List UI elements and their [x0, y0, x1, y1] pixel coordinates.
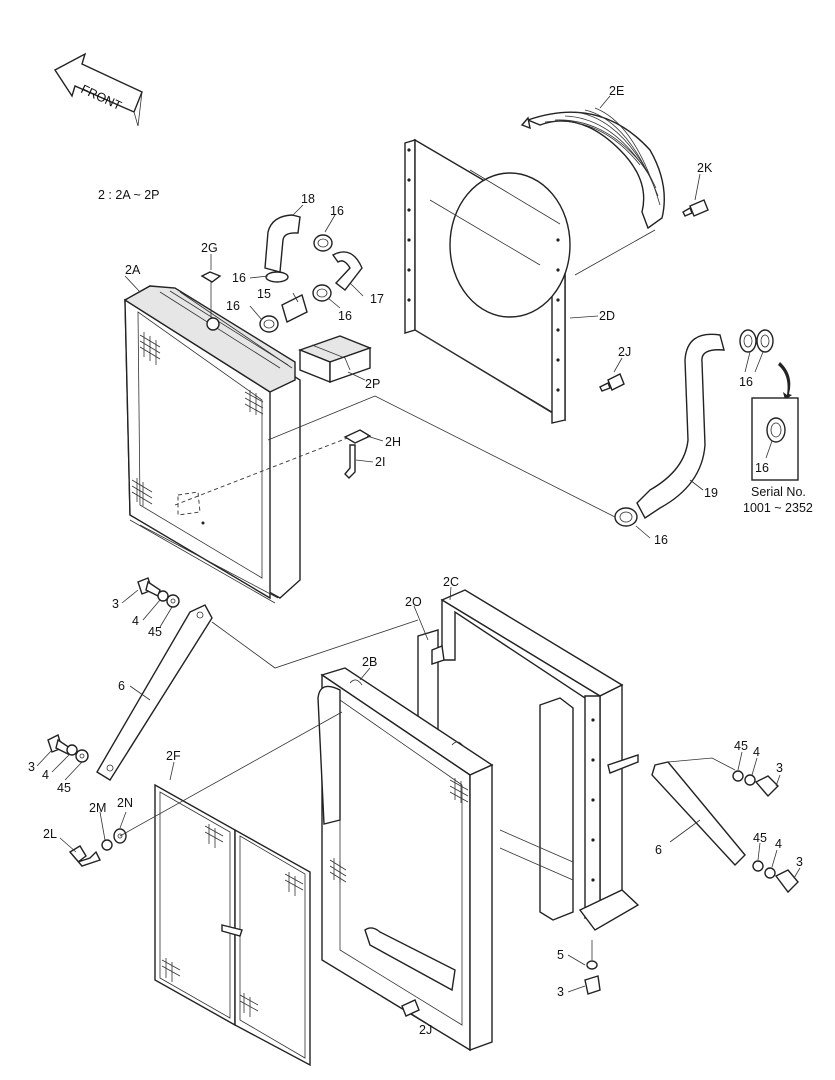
label-19: 19 — [704, 486, 718, 500]
label-3: 3 — [28, 760, 35, 774]
label-4: 4 — [753, 745, 760, 759]
label-2p: 2P — [365, 377, 380, 391]
label-2i: 2I — [375, 455, 385, 469]
label-4: 4 — [132, 614, 139, 628]
hose-clamp-16 — [259, 234, 333, 333]
label-5: 5 — [557, 948, 564, 962]
label-2j: 2J — [618, 345, 631, 359]
bolt-2j-upper — [599, 373, 625, 392]
label-2m: 2M — [89, 801, 106, 815]
label-4: 4 — [775, 837, 782, 851]
frame-2c — [440, 589, 640, 931]
drain-hose-2i — [344, 444, 356, 479]
label-3: 3 — [776, 761, 783, 775]
bolt-washer-set — [47, 577, 799, 1017]
label-16: 16 — [654, 533, 668, 547]
label-3: 3 — [796, 855, 803, 869]
label-16: 16 — [338, 309, 352, 323]
label-2f: 2F — [166, 749, 181, 763]
label-45: 45 — [57, 781, 71, 795]
curved-arrow-icon — [778, 362, 792, 400]
label-16: 16 — [755, 461, 769, 475]
label-18: 18 — [301, 192, 315, 206]
front-arrow-icon — [53, 52, 143, 127]
upper-hose-18 — [264, 214, 301, 273]
label-2g: 2G — [201, 241, 218, 255]
label-2l: 2L — [43, 827, 57, 841]
stay-6-left — [96, 604, 213, 781]
label-16: 16 — [330, 204, 344, 218]
radiator-cap-2g — [200, 271, 222, 318]
stay-6-right — [651, 761, 746, 867]
label-6: 6 — [655, 843, 662, 857]
oil-cooler-2b — [317, 667, 494, 1052]
label-6: 6 — [118, 679, 125, 693]
assembly-note: 2 : 2A ~ 2P — [98, 188, 160, 202]
serial-box — [751, 397, 799, 481]
label-2b: 2B — [362, 655, 377, 669]
label-2o: 2O — [405, 595, 422, 609]
shroud-seal-2p — [298, 335, 372, 384]
label-2h: 2H — [385, 435, 401, 449]
lower-hose-19 — [636, 333, 725, 520]
label-3: 3 — [557, 985, 564, 999]
radiator-2a — [123, 285, 351, 604]
label-16: 16 — [226, 299, 240, 313]
screen-2f — [154, 783, 311, 1067]
label-3: 3 — [112, 597, 119, 611]
label-17: 17 — [370, 292, 384, 306]
label-4: 4 — [42, 768, 49, 782]
fan-guard-2e — [520, 107, 665, 276]
label-2e: 2E — [609, 84, 624, 98]
bolt-2k — [682, 199, 709, 217]
label-45: 45 — [734, 739, 748, 753]
label-2a: 2A — [125, 263, 141, 277]
label-2k: 2K — [697, 161, 713, 175]
label-16: 16 — [232, 271, 246, 285]
serial-range: 1001 ~ 2352 — [743, 501, 813, 515]
label-2j: 2J — [419, 1023, 432, 1037]
label-2c: 2C — [443, 575, 459, 589]
leader-lines — [124, 95, 704, 539]
leader-lines-lower — [36, 586, 801, 1025]
label-16: 16 — [739, 375, 753, 389]
hose-15 — [281, 293, 308, 324]
label-45: 45 — [148, 625, 162, 639]
label-15: 15 — [257, 287, 271, 301]
bracket-2h — [343, 429, 372, 444]
hose-17 — [331, 251, 363, 291]
fan-shroud-2d — [404, 138, 571, 424]
label-2n: 2N — [117, 796, 133, 810]
label-45: 45 — [753, 831, 767, 845]
serial-label: Serial No. — [751, 485, 806, 499]
label-2d: 2D — [599, 309, 615, 323]
hose-clamp-16b — [614, 329, 774, 527]
